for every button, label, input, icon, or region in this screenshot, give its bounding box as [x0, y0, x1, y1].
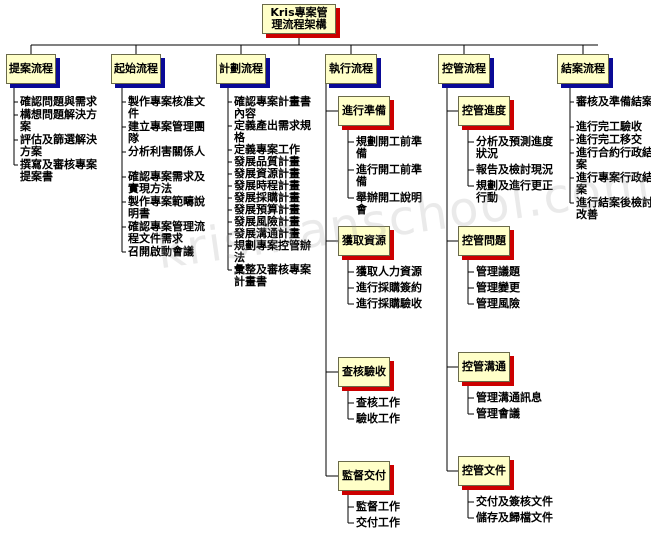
column-0-header-label: 提案流程	[9, 62, 53, 75]
column-0-header: 提案流程	[6, 54, 56, 84]
column-4-header-label: 控管流程	[442, 62, 486, 75]
column-0-item: 撰寫及審核專案提案書	[20, 158, 97, 183]
column-3-group-1-item: 進行採購驗收	[356, 297, 422, 310]
column-1-header-label: 起始流程	[114, 62, 158, 75]
column-4-group-2-item: 管理會議	[476, 407, 520, 420]
column-2-item: 規劃專案控管辦法	[234, 239, 311, 264]
column-4-group-1-label: 控管問題	[462, 234, 506, 247]
column-4-group-0-item: 報告及檢討現況	[476, 163, 553, 176]
column-5-item: 審核及準備結案	[576, 95, 651, 108]
column-1-item: 製作專案核准文件	[128, 95, 205, 120]
column-1-item: 召開啟動會議	[128, 245, 194, 258]
column-3-group-3: 監督交付	[338, 461, 390, 491]
column-3-group-1-label: 獲取資源	[342, 234, 386, 247]
column-5-item: 進行結案後檢討改善	[576, 196, 651, 221]
column-3-group-0-item: 進行開工前準備	[356, 163, 422, 188]
column-4-group-0: 控管進度	[458, 96, 510, 126]
column-1-item: 確認專案管理流程文件需求	[128, 220, 205, 245]
column-2-item: 發展溝通計畫	[234, 227, 300, 240]
column-0-item: 構想問題解決方案	[20, 108, 97, 133]
column-2-item: 定義產出需求規格	[234, 119, 311, 144]
column-1-header: 起始流程	[111, 54, 161, 84]
column-4-group-1-item: 管理變更	[476, 281, 520, 294]
column-3-group-0-item: 規劃開工前準備	[356, 135, 422, 160]
column-5-item: 進行完工驗收	[576, 120, 642, 133]
column-3-group-2: 查核驗收	[338, 357, 390, 387]
column-4-group-1: 控管問題	[458, 226, 510, 256]
column-1-item: 建立專案管理團隊	[128, 120, 205, 145]
column-3-group-2-item: 驗收工作	[356, 412, 400, 425]
column-5-header: 結案流程	[557, 54, 609, 84]
column-2-item: 確認專案計畫書內容	[234, 95, 311, 120]
column-4-header: 控管流程	[438, 54, 490, 84]
column-2-item: 彙整及審核專案計畫書	[234, 263, 311, 288]
column-4-group-0-label: 控管進度	[462, 104, 506, 117]
column-4-group-1-item: 管理議題	[476, 265, 520, 278]
column-1-item: 分析利害關係人	[128, 145, 205, 158]
column-3-group-0: 進行準備	[338, 96, 390, 126]
column-4-group-2-label: 控管溝通	[462, 360, 506, 373]
column-2-header: 計劃流程	[216, 54, 266, 84]
column-3-group-2-label: 查核驗收	[342, 365, 386, 378]
column-3-header: 執行流程	[325, 54, 377, 84]
column-4-group-3-label: 控管文件	[462, 464, 506, 477]
column-2-item: 發展採購計畫	[234, 191, 300, 204]
column-2-item: 發展資源計畫	[234, 167, 300, 180]
column-5-header-label: 結案流程	[561, 62, 605, 75]
column-0-item: 確認問題與需求	[20, 95, 97, 108]
column-2-item: 發展品質計畫	[234, 155, 300, 168]
column-1-item: 確認專案需求及實現方法	[128, 170, 205, 195]
column-3-group-1-item: 進行採購簽約	[356, 281, 422, 294]
column-2-header-label: 計劃流程	[219, 62, 263, 75]
column-3-group-3-label: 監督交付	[342, 469, 386, 482]
column-5-item: 進行專案行政結案	[576, 171, 651, 196]
column-3-header-label: 執行流程	[329, 62, 373, 75]
root-label: Kris專案管理流程架構	[270, 6, 328, 31]
column-3-group-1: 獲取資源	[338, 226, 390, 256]
column-4-group-3: 控管文件	[458, 456, 510, 486]
column-2-item: 發展風險計畫	[234, 215, 300, 228]
column-4-group-3-item: 儲存及歸檔文件	[476, 511, 553, 524]
column-3-group-0-item: 舉辦開工說明會	[356, 191, 422, 216]
column-4-group-2-item: 管理溝通訊息	[476, 391, 542, 404]
column-2-item: 發展時程計畫	[234, 179, 300, 192]
column-4-group-2: 控管溝通	[458, 352, 510, 382]
column-3-group-3-item: 監督工作	[356, 500, 400, 513]
column-5-item: 進行完工移交	[576, 133, 642, 146]
column-3-group-3-item: 交付工作	[356, 516, 400, 529]
column-4-group-1-item: 管理風險	[476, 297, 520, 310]
column-0-item: 評估及篩選解決方案	[20, 133, 97, 158]
column-3-group-2-item: 查核工作	[356, 396, 400, 409]
column-4-group-0-item: 分析及預測進度狀況	[476, 135, 553, 160]
column-3-group-0-label: 進行準備	[342, 104, 386, 117]
column-1-item: 製作專案範疇說明書	[128, 195, 205, 220]
root-node: Kris專案管理流程架構	[262, 4, 336, 34]
column-2-item: 定義專案工作	[234, 143, 300, 156]
column-3-group-1-item: 獲取人力資源	[356, 265, 422, 278]
column-4-group-0-item: 規劃及進行更正行動	[476, 179, 553, 204]
column-2-item: 發展預算計畫	[234, 203, 300, 216]
column-5-item: 進行合約行政結案	[576, 146, 651, 171]
column-4-group-3-item: 交付及簽核文件	[476, 495, 553, 508]
